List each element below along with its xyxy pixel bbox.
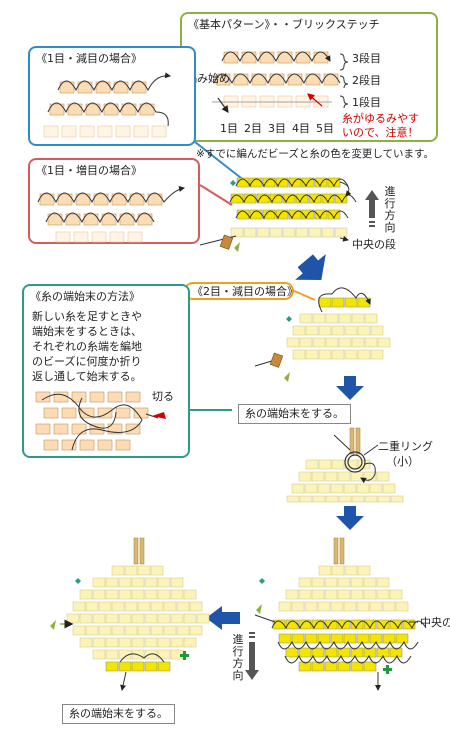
decrease-1-box: 《1目・減目の場合》 xyxy=(28,46,196,146)
bottom-left-beadwork xyxy=(50,537,210,691)
cut-label: 切る xyxy=(152,390,174,403)
basic-pattern-box: 《基本パターン》・・ブリックステッチ 編み始め 3段目 2段目 1段目 1目 2… xyxy=(180,12,438,142)
thread-end-line-1: 新しい糸を足すときや xyxy=(32,310,142,323)
thread-end-diagram xyxy=(35,391,166,451)
progress-arrow-up xyxy=(365,190,379,227)
dec2-beadwork xyxy=(254,287,391,382)
row-label-2: 2段目 xyxy=(352,74,381,87)
orange-connector-line xyxy=(291,289,316,301)
basic-pattern-title: 《基本パターン》・・ブリックステッチ xyxy=(188,18,380,31)
flow-arrow-2 xyxy=(336,376,364,400)
flow-arrow-4 xyxy=(206,606,240,630)
warning-line-2: いので、注意！ xyxy=(342,126,419,139)
direction-label-top: 進行方向 xyxy=(384,185,396,234)
flow-arrow-1 xyxy=(295,254,326,280)
start-label: 編み始め xyxy=(186,72,230,85)
thread-end-callout-1: 糸の端始末をする。 xyxy=(238,404,351,424)
central-beadwork xyxy=(199,177,357,252)
bead-number-5: 5目 xyxy=(316,122,334,135)
double-ring-label: 二重リング xyxy=(378,440,433,453)
decrease-1-title: 《1目・減目の場合》 xyxy=(36,52,142,65)
increase-1-diagram xyxy=(37,186,185,243)
decrease-1-diagram xyxy=(43,72,171,138)
bead-number-4: 4目 xyxy=(292,122,310,135)
double-ring-beadwork xyxy=(286,427,404,503)
increase-1-title: 《1目・増目の場合》 xyxy=(36,164,142,177)
thread-end-line-3: それぞれの糸端を編地 xyxy=(32,340,142,353)
color-change-note: ※すでに編んだビーズと糸の色を変更しています。 xyxy=(196,148,435,160)
center-row-label-bottom: 中央の段 xyxy=(420,616,450,629)
thread-end-line-5: 返し通して始末する。 xyxy=(32,370,142,383)
decrease-2-box: 《2目・減目の場合》 xyxy=(184,282,298,300)
warning-line-1: 糸がゆるみやす xyxy=(342,112,419,125)
progress-arrow-down xyxy=(245,632,259,680)
thread-end-line-2: 端始末をするときは、 xyxy=(32,325,142,338)
decrease-2-title: 《2目・減目の場合》 xyxy=(192,285,298,298)
thread-end-box: 《糸の端始末の方法》 新しい糸を足すときや 端始末をするときは、 それぞれの糸端… xyxy=(22,284,190,458)
row-label-3: 3段目 xyxy=(352,52,381,65)
thread-end-callout-2: 糸の端始末をする。 xyxy=(62,704,175,724)
thread-end-line-4: のビーズに何度か折り xyxy=(32,355,142,368)
bead-number-1: 1目 xyxy=(220,122,238,135)
double-ring-sub-label: （小） xyxy=(386,455,419,468)
row-label-1: 1段目 xyxy=(352,96,381,109)
red-connector-line xyxy=(199,184,233,206)
thread-end-title: 《糸の端始末の方法》 xyxy=(30,290,140,303)
bead-number-2: 2目 xyxy=(244,122,262,135)
center-row-label-top: 中央の段 xyxy=(352,238,396,251)
bead-number-3: 3目 xyxy=(268,122,286,135)
flow-arrow-3 xyxy=(336,506,364,530)
increase-1-box: 《1目・増目の場合》 xyxy=(28,158,200,244)
direction-label-bottom: 進行方向 xyxy=(232,633,244,682)
basic-pattern-diagram xyxy=(212,51,349,113)
bottom-right-beadwork xyxy=(254,537,427,691)
